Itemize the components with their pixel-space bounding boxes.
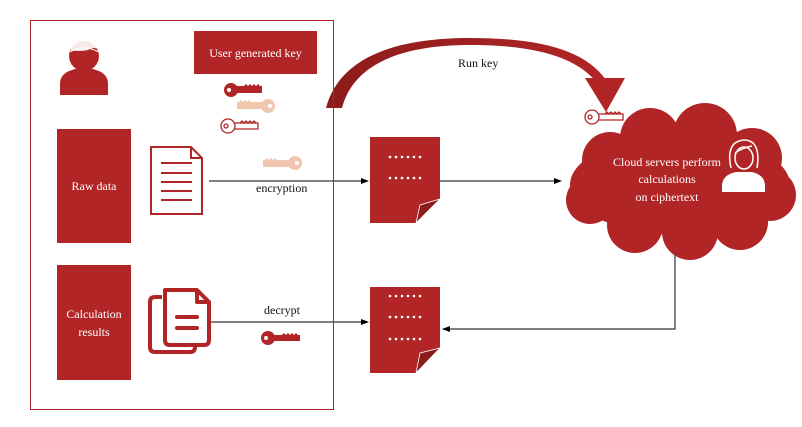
cloud-text-line-3: on ciphertext bbox=[635, 189, 699, 204]
cloud-return-line bbox=[442, 240, 676, 332]
user-icon bbox=[60, 39, 108, 95]
encryption-key-icon bbox=[263, 156, 302, 170]
cloud-text-line-2: calculations bbox=[638, 172, 696, 187]
run-key-icon bbox=[584, 109, 624, 125]
raw-data-label: Raw data bbox=[71, 179, 117, 193]
cloud-text-line-1: Cloud servers perform bbox=[613, 155, 721, 169]
decrypt-label: decrypt bbox=[264, 303, 300, 317]
calculation-results-box: Calculation results bbox=[57, 265, 131, 380]
user-generated-key-box: User generated key bbox=[194, 31, 317, 74]
ciphertext-doc-upper bbox=[370, 137, 441, 225]
run-key-arrow bbox=[326, 38, 625, 112]
encryption-label: encryption bbox=[256, 181, 308, 195]
decrypt-key-icon bbox=[261, 331, 300, 345]
raw-data-box: Raw data bbox=[57, 129, 131, 243]
key-icon-dark bbox=[224, 83, 262, 97]
user-generated-key-label: User generated key bbox=[209, 45, 302, 60]
calculation-results-label: Calculation results bbox=[66, 306, 122, 339]
document-icon bbox=[150, 146, 203, 215]
run-key-label: Run key bbox=[458, 56, 499, 70]
ciphertext-doc-lower bbox=[370, 287, 442, 375]
cloud-text: Cloud servers perform calculations on ci… bbox=[606, 154, 728, 206]
key-icon-outline bbox=[220, 118, 259, 134]
key-icon-light bbox=[237, 99, 275, 113]
user-panel bbox=[30, 20, 334, 410]
cloud-user-icon bbox=[722, 139, 765, 192]
